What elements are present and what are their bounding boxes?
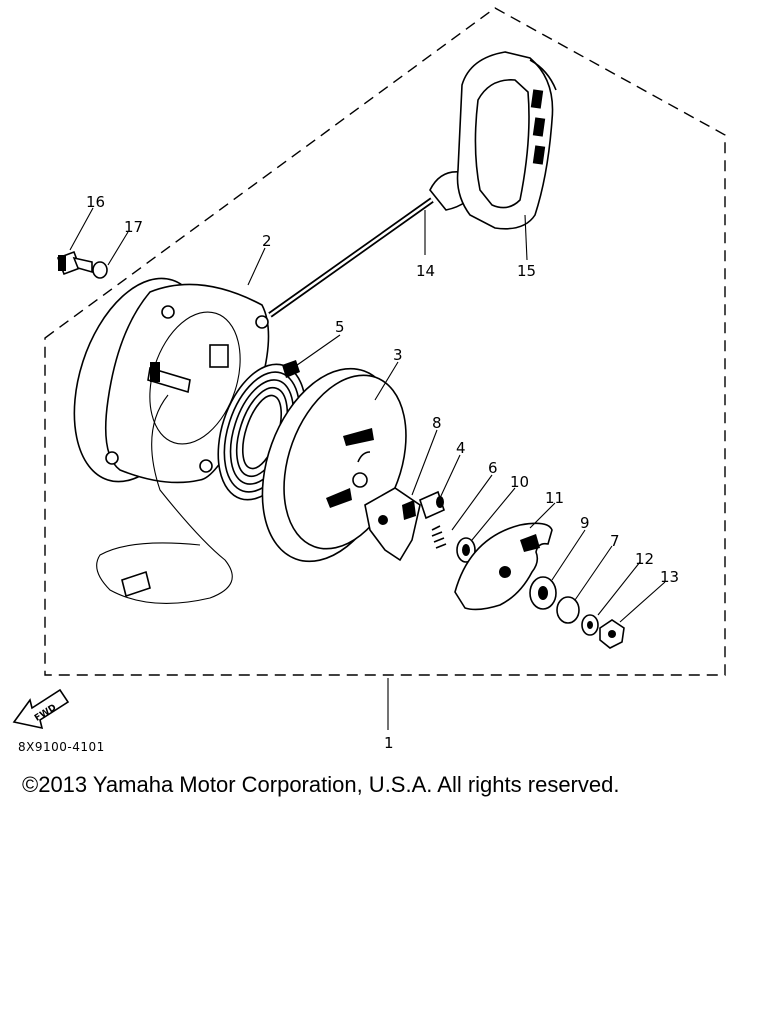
leader-lines bbox=[247, 210, 666, 623]
exploded-parts-diagram: FWD bbox=[12, 7, 726, 752]
callout-1: 1 bbox=[384, 734, 394, 752]
washer-7 bbox=[556, 596, 580, 624]
copyright-notice: ©2013 Yamaha Motor Corporation, U.S.A. A… bbox=[22, 772, 620, 797]
callout-14: 14 bbox=[416, 262, 435, 280]
callout-11: 11 bbox=[545, 489, 564, 507]
fwd-arrow-icon: FWD bbox=[12, 688, 70, 730]
callout-4: 4 bbox=[456, 439, 466, 457]
callout-12: 12 bbox=[635, 550, 654, 568]
callout-13: 13 bbox=[660, 568, 679, 586]
callout-16: 16 bbox=[86, 193, 105, 211]
callout-2: 2 bbox=[262, 232, 272, 250]
callout-5: 5 bbox=[335, 318, 345, 336]
callout-10: 10 bbox=[510, 473, 529, 491]
callout-6: 6 bbox=[488, 459, 498, 477]
callout-9: 9 bbox=[580, 514, 590, 532]
callout-7: 7 bbox=[610, 532, 620, 550]
wire-loop bbox=[96, 394, 233, 604]
callout-17: 17 bbox=[124, 218, 143, 236]
spring-6 bbox=[431, 525, 447, 549]
diagram-code: 8X9100-4101 bbox=[18, 740, 105, 754]
callout-15: 15 bbox=[517, 262, 536, 280]
starter-rope bbox=[268, 171, 479, 318]
bolt-16 bbox=[56, 250, 93, 276]
washer-17 bbox=[92, 261, 108, 279]
callout-3: 3 bbox=[393, 346, 403, 364]
starter-handle bbox=[456, 51, 557, 230]
callout-8: 8 bbox=[432, 414, 442, 432]
pawl-hole bbox=[378, 515, 388, 525]
assembly-boundary bbox=[44, 7, 726, 676]
wire-connector bbox=[121, 570, 151, 598]
